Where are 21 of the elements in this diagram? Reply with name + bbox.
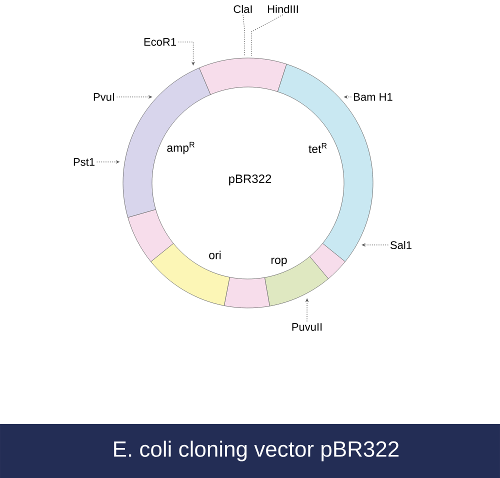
site-label: Bam H1: [354, 93, 392, 101]
site-label: PuvuII: [292, 323, 322, 331]
ring-segment: [128, 209, 174, 262]
gene-label: ori: [209, 250, 221, 260]
ring-segment: [198, 58, 287, 95]
site-label: ClaI: [234, 4, 252, 14]
site-label: HindIII: [268, 4, 298, 14]
gene-label: amp$^{R}$: [167, 142, 194, 154]
title-banner: E. coli cloning vector pBR322: [0, 424, 500, 478]
site-label: EcoR1: [144, 38, 176, 46]
site-label: Sal1: [390, 240, 412, 250]
ring-segment: [264, 256, 329, 306]
gene-label: tet$^{R}$: [308, 143, 327, 153]
ring-segment: [122, 68, 211, 218]
ring-segment: [309, 243, 346, 279]
ring-segment: [150, 243, 230, 306]
site-label: Pst1: [74, 158, 94, 166]
plasmid-label: pBR322: [229, 174, 272, 186]
gene-label: rop: [271, 258, 287, 266]
ring-segment: [224, 276, 270, 308]
site-label: PvuI: [94, 93, 114, 101]
